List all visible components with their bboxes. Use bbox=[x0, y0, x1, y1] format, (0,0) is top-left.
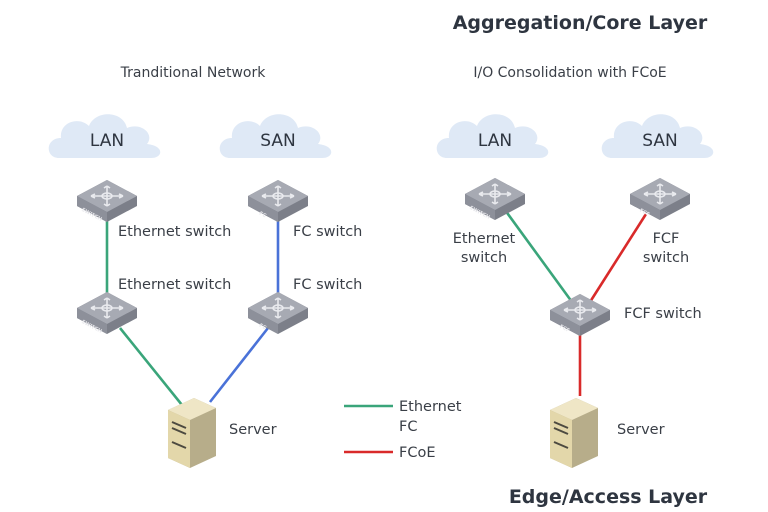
switch-icon: SWITCH bbox=[76, 179, 138, 223]
svg-text:LAN: LAN bbox=[478, 131, 512, 151]
switch-label: Ethernet switch bbox=[118, 224, 231, 240]
server-icon bbox=[549, 397, 599, 469]
right-heading: I/O Consolidation with FCoE bbox=[473, 65, 666, 81]
switch-icon: SWITCH bbox=[464, 177, 526, 221]
san-cloud: SAN bbox=[601, 114, 714, 158]
svg-text:SAN: SAN bbox=[642, 131, 677, 151]
legend-fc-label: FC bbox=[399, 419, 417, 435]
switch-icon: SWITCH bbox=[76, 291, 138, 335]
svg-text:FC: FC bbox=[258, 211, 267, 220]
legend-ethernet-label: Ethernet bbox=[399, 399, 462, 415]
svg-text:FC: FC bbox=[258, 323, 267, 332]
switch-label: FCF switch bbox=[624, 306, 702, 322]
svg-text:FCF: FCF bbox=[558, 324, 570, 334]
switch-icon: FCF bbox=[549, 293, 611, 337]
legend-fcoe-label: FCoE bbox=[399, 445, 436, 461]
fc-link bbox=[208, 327, 270, 403]
svg-text:SAN: SAN bbox=[260, 131, 295, 151]
top-layer-title: Aggregation/Core Layer bbox=[453, 12, 708, 34]
switch-icon: FCF bbox=[629, 177, 691, 221]
lan-cloud: LAN bbox=[48, 114, 161, 158]
svg-text:FCF: FCF bbox=[638, 208, 650, 218]
bottom-layer-title: Edge/Access Layer bbox=[509, 486, 708, 508]
switch-label: switch bbox=[643, 250, 689, 266]
switch-label: FCF bbox=[653, 231, 680, 247]
switch-label: switch bbox=[461, 250, 507, 266]
switch-label: FC switch bbox=[293, 224, 362, 240]
switch-label: Ethernet switch bbox=[118, 277, 231, 293]
fcoe-link bbox=[588, 213, 648, 303]
server-label: Server bbox=[229, 422, 277, 438]
server-label: Server bbox=[617, 422, 665, 438]
switch-icon: FC bbox=[247, 291, 309, 335]
ethernet-link bbox=[118, 327, 184, 406]
ethernet-link bbox=[503, 209, 574, 303]
server-icon bbox=[167, 397, 217, 469]
switch-label: Ethernet bbox=[453, 231, 516, 247]
switch-label: FC switch bbox=[293, 277, 362, 293]
lan-cloud: LAN bbox=[436, 114, 549, 158]
san-cloud: SAN bbox=[219, 114, 332, 158]
svg-text:LAN: LAN bbox=[90, 131, 124, 151]
legend: Ethernet FC FCoE bbox=[344, 399, 462, 461]
left-heading: Tranditional Network bbox=[120, 65, 267, 81]
links bbox=[105, 209, 648, 406]
switch-icon: FC bbox=[247, 179, 309, 223]
